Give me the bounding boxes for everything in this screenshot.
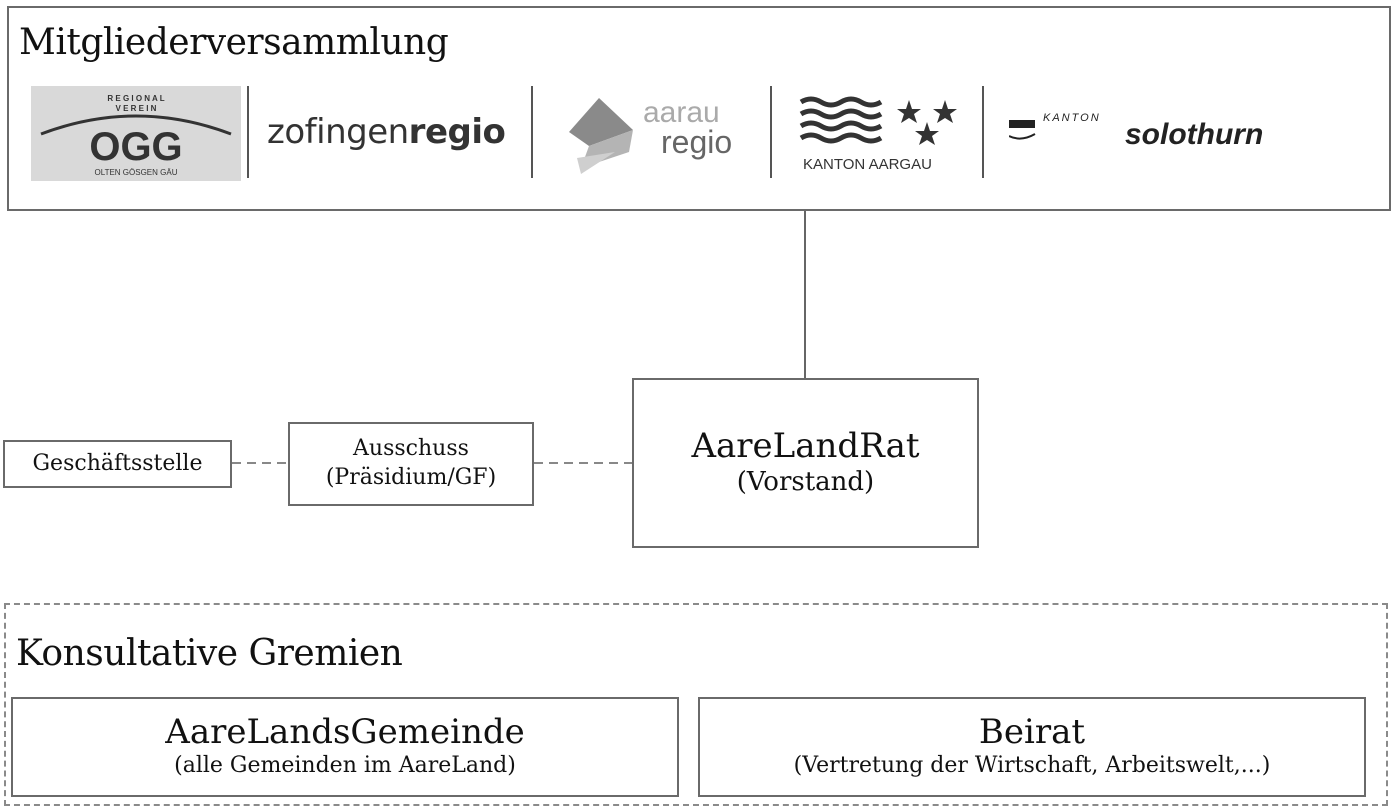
ogg-logo-graphic: R E G I O N A L V E R E I N OGG OLTEN GÖ…: [31, 86, 241, 181]
mitgliederversammlung-box: Mitgliederversammlung R E G I O N A L V …: [7, 6, 1391, 211]
ogg-logo-main: OGG: [89, 125, 182, 169]
logo-separator: [982, 86, 984, 178]
geschaeftsstelle-title: Geschäftsstelle: [32, 450, 203, 476]
kanton-aargau-wappen-icon: [799, 96, 957, 145]
ogg-logo-sub: OLTEN GÖSGEN GÄU: [95, 168, 178, 177]
mitgliederversammlung-title: Mitgliederversammlung: [19, 22, 449, 63]
solothurn-name-text: solothurn: [1125, 118, 1264, 151]
aarauregio-logo: aarau regio: [567, 96, 767, 180]
aarauregio-mark-icon: [569, 98, 633, 174]
konsultative-gremien-box: Konsultative Gremien: [4, 603, 1388, 806]
logo-separator: [531, 86, 533, 178]
ausschuss-title: Ausschuss: [353, 436, 469, 462]
kanton-aargau-logo: KANTON AARGAU: [799, 94, 967, 180]
solothurn-kanton-text: KANTON: [1043, 112, 1101, 124]
aarelandrat-box: AareLandRat (Vorstand): [632, 378, 979, 548]
logo-separator: [247, 86, 249, 178]
beirat-subtitle: (Vertretung der Wirtschaft, Arbeitswelt,…: [793, 753, 1271, 779]
ausschuss-box: Ausschuss (Präsidium/GF): [288, 422, 534, 506]
aarelandsgemeinde-title: AareLandsGemeinde: [165, 712, 525, 753]
aarelandsgemeinde-box: AareLandsGemeinde (alle Gemeinden im Aar…: [11, 697, 679, 797]
aarelandrat-title: AareLandRat: [691, 426, 920, 467]
ogg-logo-top: R E G I O N A L: [107, 94, 164, 103]
kanton-solothurn-logo: KANTON solothurn: [1009, 112, 1319, 158]
zofingenregio-logo: zofingenregio: [267, 112, 506, 152]
solothurn-wappen-icon: [1009, 120, 1036, 140]
geschaeftsstelle-box: Geschäftsstelle: [3, 440, 232, 488]
zofingenregio-part1: zofingen: [267, 112, 409, 152]
ogg-logo: R E G I O N A L V E R E I N OGG OLTEN GÖ…: [31, 86, 241, 181]
aarelandrat-subtitle: (Vorstand): [736, 467, 875, 498]
ausschuss-subtitle: (Präsidium/GF): [325, 465, 497, 490]
aarauregio-part2: regio: [661, 124, 733, 160]
beirat-title: Beirat: [978, 712, 1086, 753]
zofingenregio-part2: regio: [408, 112, 506, 152]
ogg-logo-top2: V E R E I N: [116, 104, 157, 113]
aarelandsgemeinde-subtitle: (alle Gemeinden im AareLand): [174, 753, 516, 779]
logo-separator: [770, 86, 772, 178]
beirat-box: Beirat (Vertretung der Wirtschaft, Arbei…: [698, 697, 1366, 797]
konsultative-gremien-title: Konsultative Gremien: [16, 633, 403, 674]
aarauregio-part1: aarau: [643, 96, 720, 129]
kanton-aargau-text: KANTON AARGAU: [803, 156, 932, 173]
